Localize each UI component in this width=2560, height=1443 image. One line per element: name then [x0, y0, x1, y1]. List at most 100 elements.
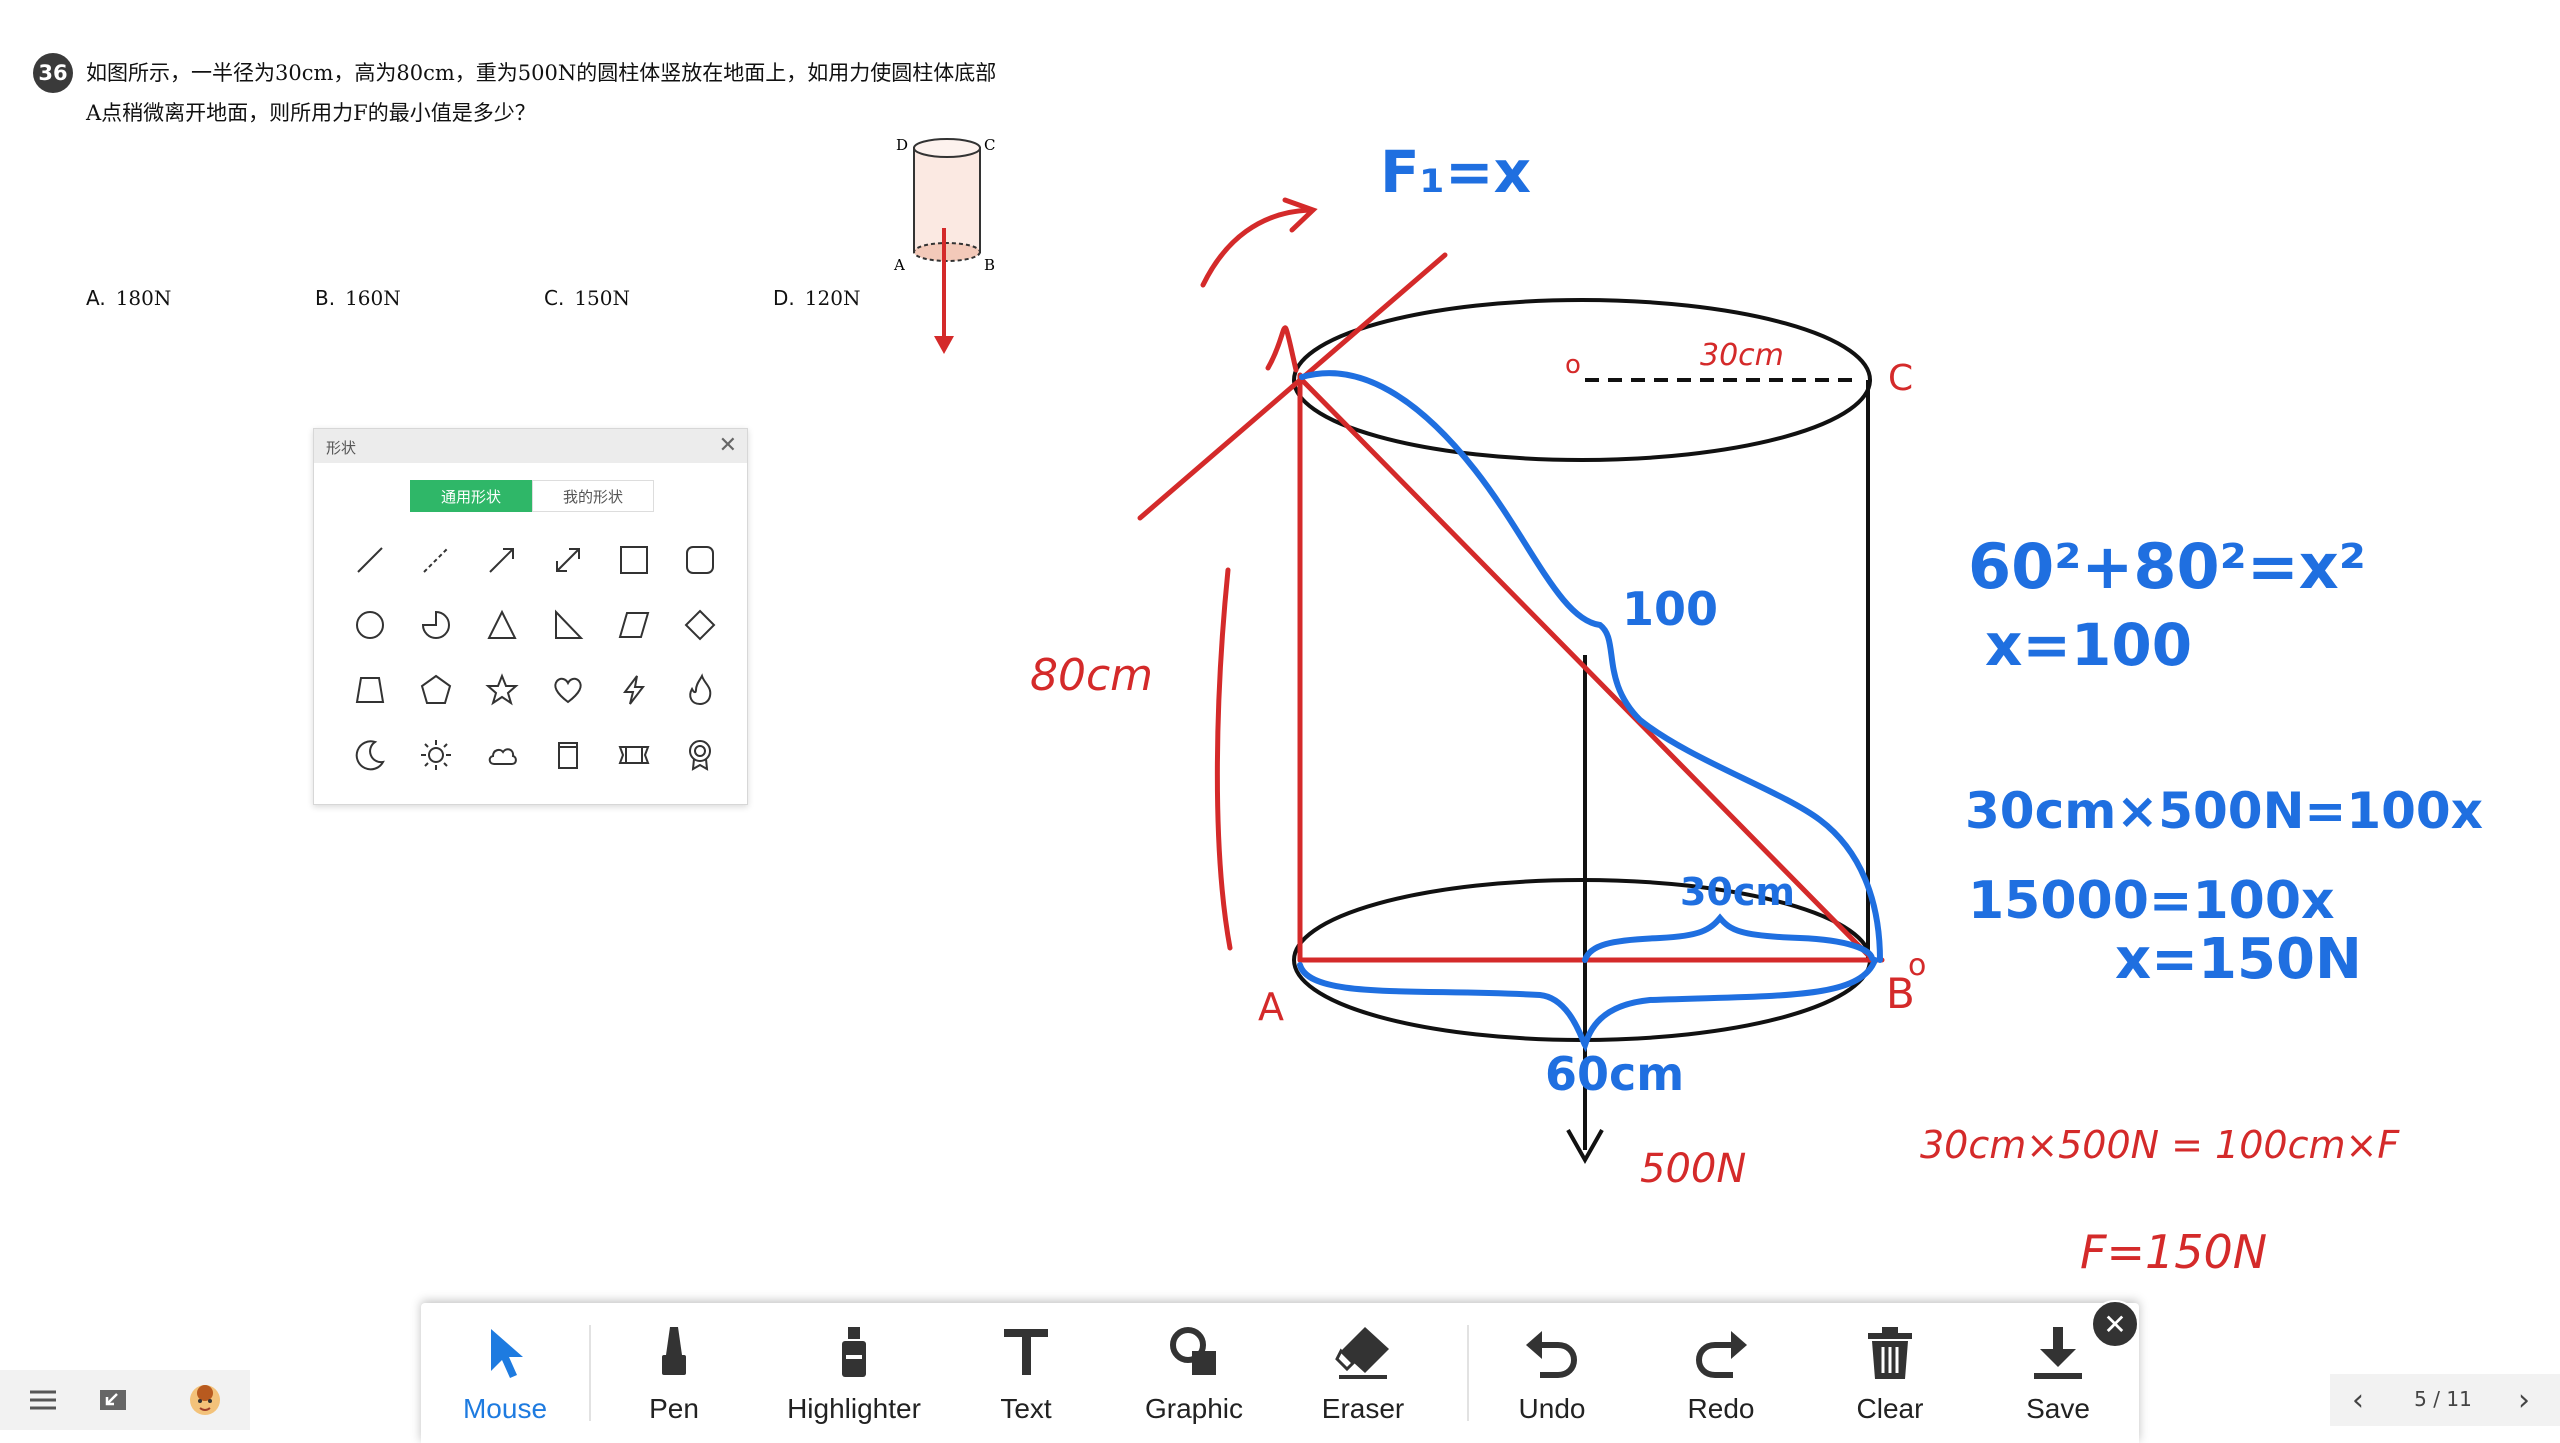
figure-label-d: D [896, 136, 908, 154]
highlighter-icon [842, 1327, 866, 1377]
flame-shape-icon[interactable] [667, 657, 733, 722]
pentagon-shape-icon[interactable] [403, 657, 469, 722]
redo-button[interactable]: Redo [1661, 1323, 1781, 1443]
highlighter-tool-label: Highlighter [787, 1393, 921, 1424]
minimize-button[interactable] [88, 1375, 138, 1425]
toolbar-close-button[interactable]: ✕ [2091, 1300, 2139, 1348]
hw-eq5: x=150N [2115, 927, 2362, 992]
avatar-button[interactable] [180, 1375, 230, 1425]
undo-button[interactable]: Undo [1492, 1323, 1612, 1443]
eraser-icon [1335, 1327, 1389, 1379]
hw-b-label: B [1886, 969, 1915, 1018]
option-a: A.180N [86, 286, 172, 310]
trapezoid-shape-icon[interactable] [337, 657, 403, 722]
text-tool-button[interactable]: Text [966, 1323, 1086, 1443]
hw-o-bottom: o [1908, 948, 1926, 983]
question-text-line2: A点稍微离开地面，则所用力F的最小值是多少？ [86, 101, 536, 125]
shape-grid [337, 527, 733, 787]
hw-eq6: 30cm×500N = 100cm×F [1920, 1123, 2400, 1167]
medal-shape-icon[interactable] [667, 722, 733, 787]
star-shape-icon[interactable] [469, 657, 535, 722]
hw-weight: 500N [1640, 1146, 1746, 1192]
chevron-right-icon: › [2518, 1382, 2530, 1418]
hw-height: 80cm [1030, 650, 1153, 701]
mouse-tool-button[interactable]: Mouse [445, 1323, 565, 1443]
clear-button[interactable]: Clear [1830, 1323, 1950, 1443]
figure-label-a: A [893, 256, 905, 274]
line-shape-icon[interactable] [337, 527, 403, 592]
download-icon [2034, 1327, 2082, 1379]
close-icon[interactable]: ✕ [718, 433, 737, 458]
mouse-tool-label: Mouse [462, 1393, 548, 1424]
hw-diameter: 60cm [1545, 1047, 1684, 1101]
hw-hyp: 100 [1622, 582, 1718, 636]
close-icon: ✕ [2103, 1307, 2127, 1341]
pen-icon [662, 1327, 686, 1375]
shape-panel-title: 形状 [326, 439, 357, 457]
page-indicator: 5 / 11 [2414, 1387, 2472, 1411]
hw-a-label: A [1258, 985, 1284, 1029]
rounded-square-shape-icon[interactable] [667, 527, 733, 592]
lightning-shape-icon[interactable] [601, 657, 667, 722]
tab-my-shapes[interactable]: 我的形状 [532, 480, 654, 512]
hamburger-icon [30, 1390, 56, 1410]
redo-label: Redo [1687, 1393, 1755, 1424]
figure-label-b: B [984, 256, 995, 274]
hw-eq1: 60²+80²=x² [1968, 530, 2366, 603]
option-c: C.150N [544, 286, 631, 310]
shape-panel: 形状 ✕ 通用形状 我的形状 [313, 428, 748, 805]
option-b: B.160N [315, 286, 401, 310]
eraser-tool-button[interactable]: Eraser [1303, 1323, 1423, 1443]
circle-shape-icon[interactable] [337, 592, 403, 657]
hw-r-top: 30cm [1700, 338, 1784, 373]
menu-button[interactable] [18, 1375, 68, 1425]
chevron-left-icon: ‹ [2352, 1382, 2364, 1418]
diamond-shape-icon[interactable] [667, 592, 733, 657]
option-d: D.120N [773, 286, 861, 310]
triangle-shape-icon[interactable] [469, 592, 535, 657]
toolbar-divider [589, 1325, 591, 1421]
hw-eq7: F=150N [2080, 1225, 2267, 1279]
next-page-button[interactable]: › [2504, 1378, 2544, 1422]
highlighter-tool-button[interactable]: Highlighter [784, 1323, 924, 1443]
previous-page-button[interactable]: ‹ [2338, 1378, 2378, 1422]
right-triangle-shape-icon[interactable] [535, 592, 601, 657]
cursor-icon [491, 1329, 523, 1378]
parallelogram-shape-icon[interactable] [601, 592, 667, 657]
question-figure: D C A B [893, 136, 995, 274]
avatar-icon [190, 1385, 220, 1415]
cloud-shape-icon[interactable] [469, 722, 535, 787]
heart-shape-icon[interactable] [535, 657, 601, 722]
pagination-bar [2330, 1374, 2560, 1426]
bottom-toolbar: Mouse Pen Highlighter Text Graphic Erase… [421, 1303, 2139, 1443]
scroll-shape-icon[interactable] [535, 722, 601, 787]
sun-shape-icon[interactable] [403, 722, 469, 787]
hw-o-top: o [1565, 350, 1581, 380]
minimize-window-icon [100, 1390, 126, 1410]
toolbar-divider [1467, 1325, 1469, 1421]
moon-shape-icon[interactable] [337, 722, 403, 787]
save-label: Save [2026, 1393, 2090, 1424]
hw-eq4: 15000=100x [1968, 871, 2335, 931]
banner-shape-icon[interactable] [601, 722, 667, 787]
redo-icon [1695, 1331, 1747, 1378]
hw-f1: F₁=x [1380, 138, 1531, 206]
arrow-shape-icon[interactable] [469, 527, 535, 592]
save-button[interactable]: Save [1998, 1323, 2118, 1443]
pen-tool-button[interactable]: Pen [614, 1323, 734, 1443]
blue-ink-strokes [1297, 370, 1883, 1053]
pen-tool-label: Pen [649, 1393, 699, 1424]
graphic-tool-label: Graphic [1144, 1393, 1244, 1424]
undo-icon [1526, 1331, 1578, 1378]
double-arrow-shape-icon[interactable] [535, 527, 601, 592]
hw-eq2: x=100 [1985, 611, 2192, 679]
dashed-line-shape-icon[interactable] [403, 527, 469, 592]
hw-r-bottom: 30cm [1680, 870, 1795, 914]
question-text-line1: 如图所示，一半径为30cm，高为80cm，重为500N的圆柱体竖放在地面上，如用… [86, 61, 997, 85]
graphic-tool-button[interactable]: Graphic [1134, 1323, 1254, 1443]
undo-label: Undo [1518, 1393, 1586, 1424]
pie-shape-icon[interactable] [403, 592, 469, 657]
tab-general-shapes[interactable]: 通用形状 [410, 480, 532, 512]
square-shape-icon[interactable] [601, 527, 667, 592]
